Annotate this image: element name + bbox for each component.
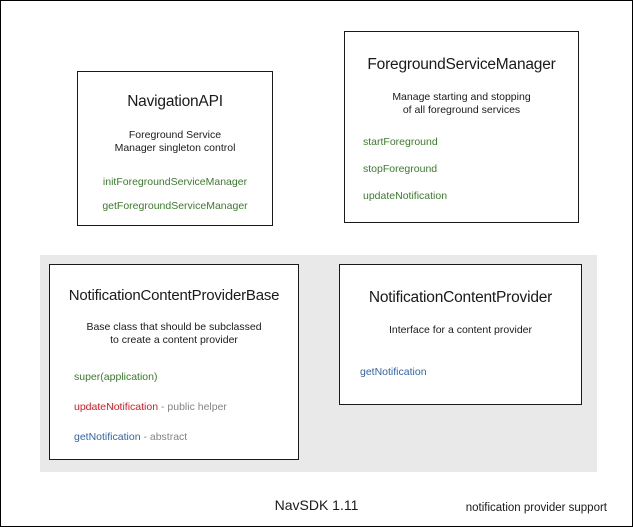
class-description: Foreground Service Manager singleton con… — [78, 129, 272, 155]
class-member-list: initForegroundServiceManager getForegrou… — [78, 176, 272, 213]
class-member-list: startForeground stopForeground updateNot… — [345, 136, 578, 203]
class-member-note: - public helper — [158, 401, 227, 413]
class-member: initForegroundServiceManager — [78, 176, 272, 189]
class-description-line: of all foreground services — [402, 104, 521, 116]
class-member-name: updateNotification — [74, 401, 159, 413]
class-member-name: startForeground — [363, 136, 438, 148]
class-member-list: super(application) updateNotification - … — [50, 371, 298, 444]
class-description: Interface for a content provider — [340, 324, 581, 337]
class-title: ForegroundServiceManager — [367, 56, 556, 73]
class-member-name: stopForeground — [363, 163, 438, 175]
class-member-name: getForegroundServiceManager — [102, 200, 248, 212]
class-description-line: Manage starting and stopping — [392, 91, 531, 103]
group-region-label: notification provider support — [465, 502, 607, 514]
class-member: getForegroundServiceManager — [78, 200, 272, 213]
class-box-navigation-api: NavigationAPI Foreground Service Manager… — [77, 71, 273, 226]
class-description: Manage starting and stopping of all fore… — [345, 91, 578, 117]
class-member-name: getNotification — [74, 431, 141, 443]
class-description-line: Base class that should be subclassed — [86, 321, 262, 333]
class-member-name: initForegroundServiceManager — [102, 176, 248, 188]
class-title: NavigationAPI — [127, 93, 223, 110]
class-box-foreground-service-manager: ForegroundServiceManager Manage starting… — [344, 31, 579, 223]
class-member: getNotification - abstract — [74, 431, 298, 444]
class-description-line: to create a content provider — [110, 334, 238, 346]
class-box-notification-content-provider: NotificationContentProvider Interface fo… — [339, 264, 582, 405]
class-title: NotificationContentProviderBase — [68, 287, 280, 304]
class-description-line: Foreground Service — [128, 129, 222, 141]
class-description-line: Manager singleton control — [114, 142, 236, 154]
class-member: getNotification — [360, 366, 581, 379]
class-member-name: updateNotification — [363, 190, 448, 202]
class-member: super(application) — [74, 371, 298, 384]
class-member-name: getNotification — [360, 366, 427, 378]
sdk-version-label: NavSDK 1.11 — [274, 497, 359, 513]
class-member-note: - abstract — [140, 431, 188, 443]
class-member: updateNotification - public helper — [74, 401, 298, 414]
class-member-name: super(application) — [74, 371, 158, 383]
class-member: stopForeground — [363, 163, 578, 176]
class-box-notification-content-provider-base: NotificationContentProviderBase Base cla… — [49, 264, 299, 460]
class-member-list: getNotification — [340, 366, 581, 379]
class-title: NotificationContentProvider — [368, 289, 553, 306]
class-description-line: Interface for a content provider — [389, 324, 532, 336]
class-description: Base class that should be subclassed to … — [50, 321, 298, 347]
class-member: startForeground — [363, 136, 578, 149]
class-member: updateNotification — [363, 190, 578, 203]
